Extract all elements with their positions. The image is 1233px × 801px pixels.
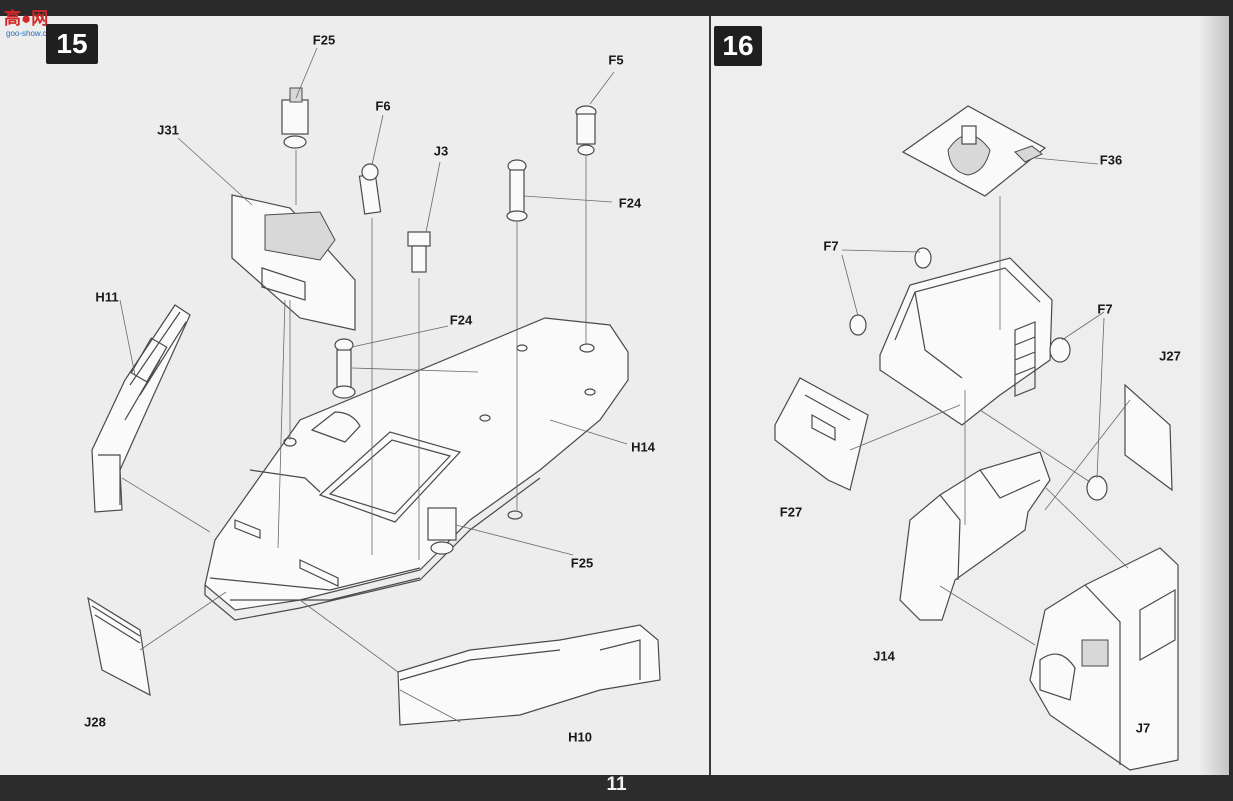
label-j14: J14 <box>873 648 895 664</box>
h10-detail <box>399 639 641 681</box>
f24-mid-part <box>332 338 356 399</box>
j14-detail <box>939 469 1041 581</box>
h14-front-strip <box>209 567 421 601</box>
label-h11: H11 <box>95 289 119 305</box>
j27-panel <box>1124 383 1173 492</box>
f36-block <box>1014 145 1043 163</box>
step16-leader-lines <box>841 157 1131 646</box>
h11-detail <box>98 311 187 505</box>
watermark-url: goo-show.com <box>6 29 58 38</box>
label-j31: J31 <box>157 122 179 138</box>
f7-left-fitting <box>849 247 932 336</box>
turret-box-ladder <box>1014 321 1036 397</box>
h14-hole <box>584 388 596 396</box>
page-number: 11 <box>606 774 627 795</box>
f36-hatch-top <box>961 125 977 145</box>
f7-right-fitting <box>1049 337 1108 501</box>
f27-detail <box>804 394 851 441</box>
f27-bracket <box>774 377 869 491</box>
h11-side-wall <box>91 304 191 513</box>
label-f7-right: F7 <box>1097 301 1113 317</box>
f25-top-part <box>281 87 309 149</box>
step-16-badge: 16 <box>714 26 762 66</box>
page-curl-shade <box>1199 16 1229 776</box>
turret-box <box>879 257 1053 426</box>
label-f36: F36 <box>1099 152 1123 168</box>
h14-hole <box>579 343 595 353</box>
f25-bottom-part <box>427 507 457 555</box>
label-j28: J28 <box>84 714 106 730</box>
j31-inner <box>264 211 336 261</box>
label-f24-top: F24 <box>618 195 642 211</box>
bottom-band <box>0 775 1233 801</box>
h14-floor-plate <box>204 317 629 611</box>
label-h14: H14 <box>631 439 655 455</box>
label-f6: F6 <box>375 98 391 114</box>
j14-block <box>899 451 1051 621</box>
label-f7-left: F7 <box>823 238 839 254</box>
h14-hole <box>507 510 523 520</box>
label-f25-bottom: F25 <box>570 555 594 571</box>
j31-box <box>231 194 356 331</box>
j28-detail <box>91 605 141 644</box>
j7-light <box>1081 639 1109 667</box>
h14-hatch-cutout <box>310 411 361 443</box>
j3-part <box>407 231 431 273</box>
h10-side-plate <box>397 624 661 726</box>
j7-detail <box>1084 584 1176 765</box>
turret-box-inner <box>894 267 1041 379</box>
h11-ladder <box>130 337 168 383</box>
site-watermark: 高●网 goo-show.com <box>2 4 74 44</box>
label-h10: H10 <box>568 729 592 745</box>
f24-top-part <box>506 159 528 222</box>
h10-chamfer <box>399 689 461 723</box>
f5-part <box>575 105 597 156</box>
step-15-badge: 15 <box>46 24 98 64</box>
j28-panel <box>87 596 151 697</box>
h14-hole <box>479 414 491 422</box>
j7-hatch <box>1039 653 1076 701</box>
f6-part <box>358 163 382 215</box>
label-j7: J7 <box>1135 720 1151 736</box>
watermark-logo-text: 高●网 <box>4 9 49 28</box>
h14-rail <box>234 469 339 587</box>
label-j27: J27 <box>1159 348 1181 364</box>
label-f25-top: F25 <box>312 32 336 48</box>
j31-bracket <box>261 267 306 301</box>
label-j3: J3 <box>433 143 449 159</box>
label-f5: F5 <box>608 52 624 68</box>
step15-leader-lines <box>119 47 628 673</box>
h14-raised-frame <box>318 431 462 523</box>
label-f27: F27 <box>779 504 803 520</box>
label-f24-mid: F24 <box>449 312 473 328</box>
h14-front-edge <box>204 477 541 621</box>
